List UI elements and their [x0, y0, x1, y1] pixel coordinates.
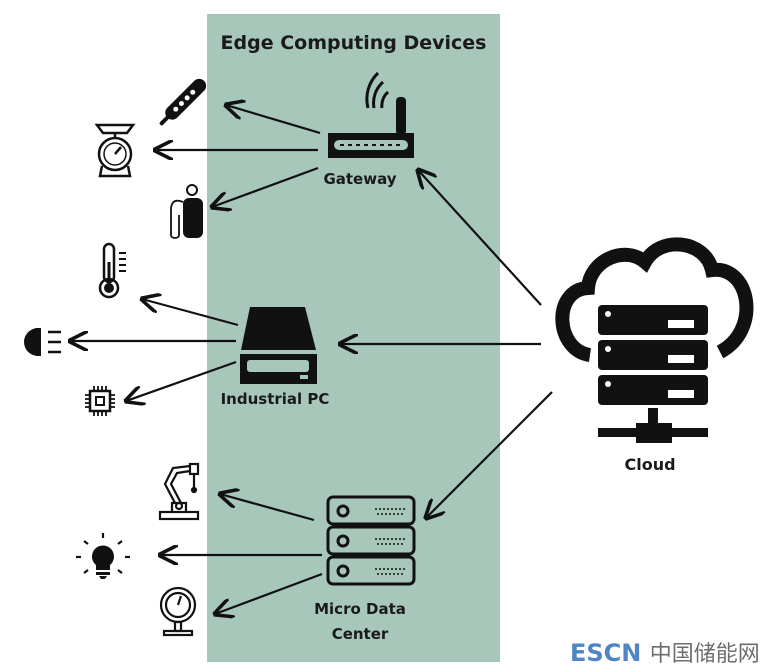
micro-data-center-label-line1: Micro Data — [314, 600, 406, 618]
router-icon — [328, 71, 414, 158]
gas-cylinder-icon — [170, 184, 203, 239]
server-rack-icon — [326, 495, 416, 586]
arrow-ipc-to-chip — [126, 360, 237, 401]
arrow-mdc-to-robot — [220, 494, 315, 522]
panel-title: Edge Computing Devices — [220, 32, 487, 54]
pressure-gauge-icon — [159, 586, 197, 637]
cloud-arrows — [340, 170, 553, 518]
weighing-scale-icon — [94, 123, 136, 178]
gateway-label: Gateway — [323, 170, 397, 188]
headlight-icon — [24, 328, 61, 356]
watermark-cjk: 中国储能网 — [649, 642, 760, 667]
industrial-pc-icon — [240, 307, 317, 384]
arrow-ipc-to-thermometer — [142, 299, 239, 327]
robot-arm-icon — [158, 462, 200, 521]
microchip-icon — [85, 386, 115, 416]
arrow-mdc-to-gauge — [215, 572, 323, 614]
light-bulb-icon — [76, 533, 130, 579]
watermark-latin: ESCN — [570, 639, 642, 667]
gateway-arrows — [155, 105, 321, 207]
arrow-cloud-to-gateway — [418, 170, 542, 306]
arrow-gateway-to-cylinder — [212, 166, 319, 207]
arrow-gateway-to-probe — [226, 105, 321, 135]
watermark: ESCN 中国储能网 — [570, 636, 760, 668]
micro-data-center-label-line2: Center — [331, 625, 389, 643]
thermometer-icon — [98, 242, 126, 299]
arrow-cloud-to-mdc — [426, 391, 553, 518]
mdc-arrows — [160, 494, 323, 614]
industrial-pc-arrows — [70, 299, 239, 401]
industrial-pc-label: Industrial PC — [220, 390, 330, 408]
cloud-label: Cloud — [624, 455, 676, 474]
thermometer-probe-icon — [159, 78, 207, 126]
cloud-server-icon — [555, 237, 754, 443]
micro-data-center-label: Micro Data Center — [300, 597, 420, 647]
